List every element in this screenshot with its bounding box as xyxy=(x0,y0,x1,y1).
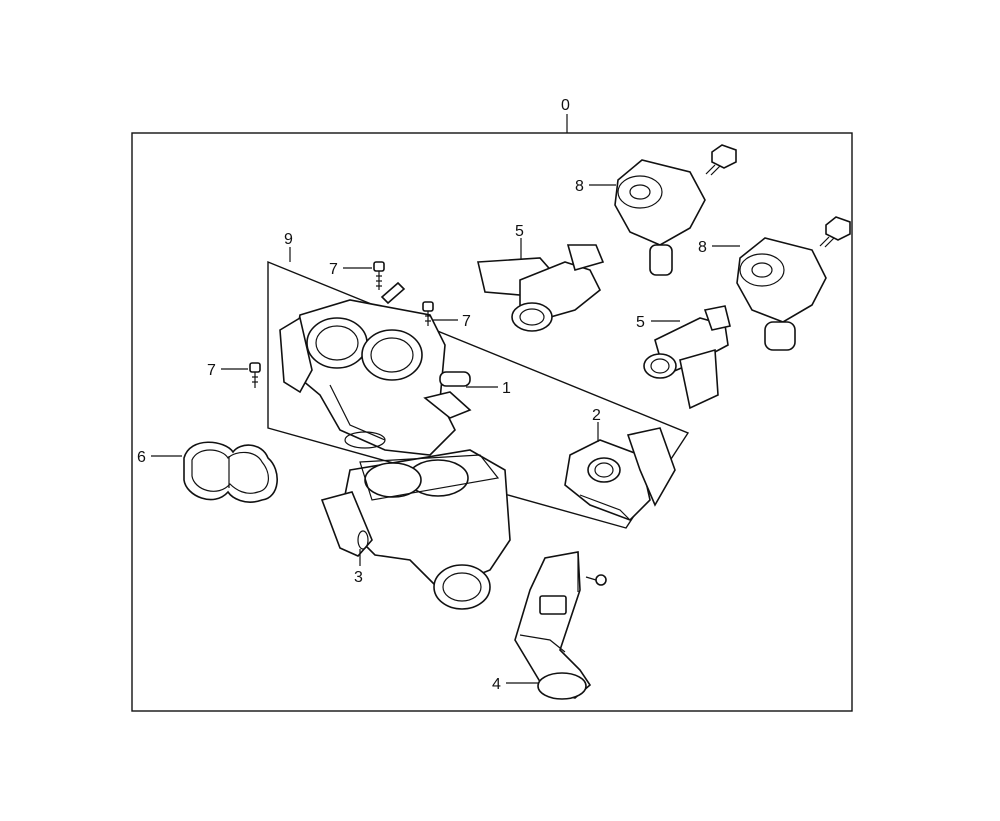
callout-7-mid: 7 xyxy=(462,313,471,330)
injector-lower xyxy=(643,305,731,410)
callout-7-top: 7 xyxy=(329,261,338,278)
callout-4: 4 xyxy=(492,676,501,693)
screw-mid xyxy=(422,301,434,326)
callout-6: 6 xyxy=(137,449,146,466)
coil-lower xyxy=(736,237,827,351)
pin xyxy=(380,281,406,305)
bolt-lower xyxy=(819,216,851,248)
callout-5-lower: 5 xyxy=(636,314,645,331)
position-sensor xyxy=(564,427,676,521)
callout-8-upper: 8 xyxy=(575,178,584,195)
gasket xyxy=(183,441,278,503)
callout-9: 9 xyxy=(284,231,293,248)
callout-5-upper: 5 xyxy=(515,223,524,240)
screw-top xyxy=(373,261,385,290)
callout-3: 3 xyxy=(354,569,363,586)
callout-0: 0 xyxy=(561,97,570,114)
injector-upper xyxy=(477,244,605,332)
actuator xyxy=(514,551,592,700)
bolt-upper xyxy=(705,144,737,176)
assembly-frame xyxy=(131,132,853,712)
screw-actuator xyxy=(585,574,607,586)
callout-8-lower: 8 xyxy=(698,239,707,256)
screw-left xyxy=(249,362,261,388)
callout-1: 1 xyxy=(502,380,511,397)
callout-7-left: 7 xyxy=(207,362,216,379)
callout-2: 2 xyxy=(592,407,601,424)
kit-outline xyxy=(267,260,690,529)
intake-housing xyxy=(320,449,511,610)
throttle-body xyxy=(279,299,472,456)
coil-upper xyxy=(614,159,706,276)
